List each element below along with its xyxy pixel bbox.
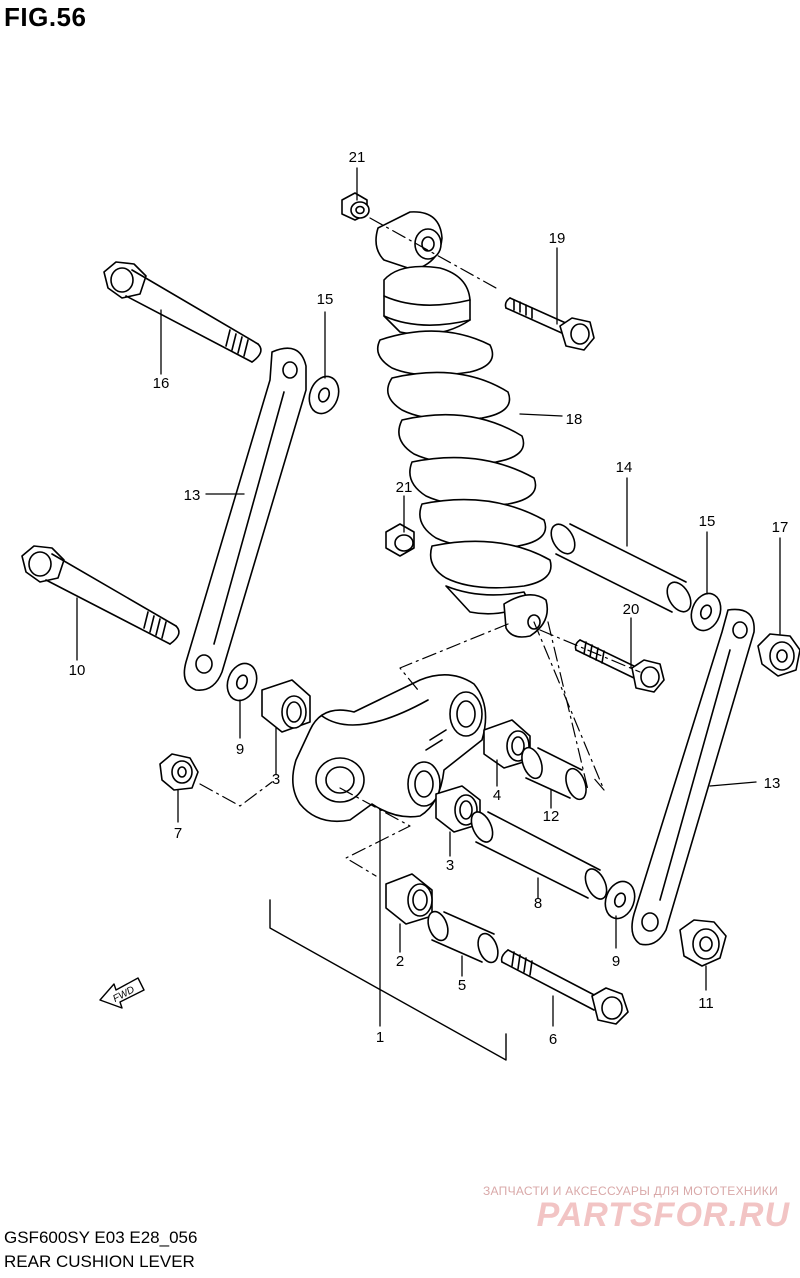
- group-bracket: [269, 899, 507, 1061]
- part-7-nut: [159, 753, 199, 791]
- part-15-washer-right: [690, 592, 722, 632]
- callout-2: 2: [396, 953, 404, 970]
- callout-7: 7: [174, 825, 182, 842]
- part-9-washer-left: [226, 662, 258, 702]
- part-19-bolt: [504, 297, 595, 351]
- part-15-washer-top: [308, 375, 340, 415]
- figure-title: FIG.56: [4, 2, 87, 32]
- part-1-cushion-lever: [292, 674, 487, 823]
- callout-9-right: 9: [612, 953, 620, 970]
- callout-19: 19: [549, 230, 566, 247]
- part-8-collar: [470, 811, 608, 900]
- callout-4: 4: [493, 787, 501, 804]
- callout-20: 20: [623, 601, 640, 618]
- part-12-collar: [521, 746, 587, 801]
- part-5-collar: [427, 910, 499, 964]
- callout-15-top: 15: [317, 291, 334, 308]
- callout-10: 10: [69, 662, 86, 679]
- part-16-bolt: [103, 261, 262, 363]
- figure-name: REAR CUSHION LEVER: [4, 1252, 195, 1271]
- part-21-nut-top: [341, 192, 370, 221]
- callout-9-left: 9: [236, 741, 244, 758]
- part-2-bearing: [385, 873, 433, 925]
- part-6-bolt: [500, 949, 629, 1025]
- callout-1: 1: [376, 1029, 384, 1046]
- callout-21-mid: 21: [396, 479, 413, 496]
- callout-13-left: 13: [184, 487, 201, 504]
- callout-3-upper: 3: [272, 771, 280, 788]
- part-13-rod-left: [183, 347, 307, 691]
- callout-14: 14: [616, 459, 633, 476]
- model-code: GSF600SY E03 E28_056: [4, 1228, 198, 1247]
- watermark-logo: PARTSFOR.RU: [536, 1196, 790, 1234]
- part-20-bolt: [574, 639, 665, 693]
- callout-11: 11: [698, 995, 714, 1012]
- part-10-bolt: [21, 545, 180, 645]
- callout-5: 5: [458, 977, 466, 994]
- callout-17: 17: [772, 519, 789, 536]
- callout-6: 6: [549, 1031, 557, 1048]
- assembly-lines: [199, 217, 641, 877]
- callout-numbers: 21 19 15 16 18 13 21 14 15 17 10 20 9 3 …: [69, 149, 789, 1048]
- part-21-nut-mid: [385, 523, 415, 557]
- part-18-shock-absorber: [375, 211, 552, 638]
- callout-12: 12: [543, 808, 560, 825]
- watermark-tagline: ЗАПЧАСТИ И АКСЕССУАРЫ ДЛЯ МОТОТЕХНИКИ: [482, 1184, 778, 1198]
- callout-15-right: 15: [699, 513, 716, 530]
- callout-8: 8: [534, 895, 542, 912]
- part-3-bearing-upper: [261, 679, 311, 733]
- fwd-arrow-icon: FWD: [99, 977, 145, 1009]
- callout-18: 18: [566, 411, 583, 428]
- part-9-washer-right: [604, 880, 636, 920]
- callout-3-lower: 3: [446, 857, 454, 874]
- part-13-rod-right: [631, 608, 755, 946]
- callout-13-right: 13: [764, 775, 781, 792]
- callout-16: 16: [153, 375, 170, 392]
- part-14-collar: [550, 523, 692, 613]
- part-11-nut: [679, 919, 727, 967]
- callout-21-top: 21: [349, 149, 366, 166]
- part-17-nut: [757, 633, 800, 677]
- leader-lines: [76, 167, 781, 1027]
